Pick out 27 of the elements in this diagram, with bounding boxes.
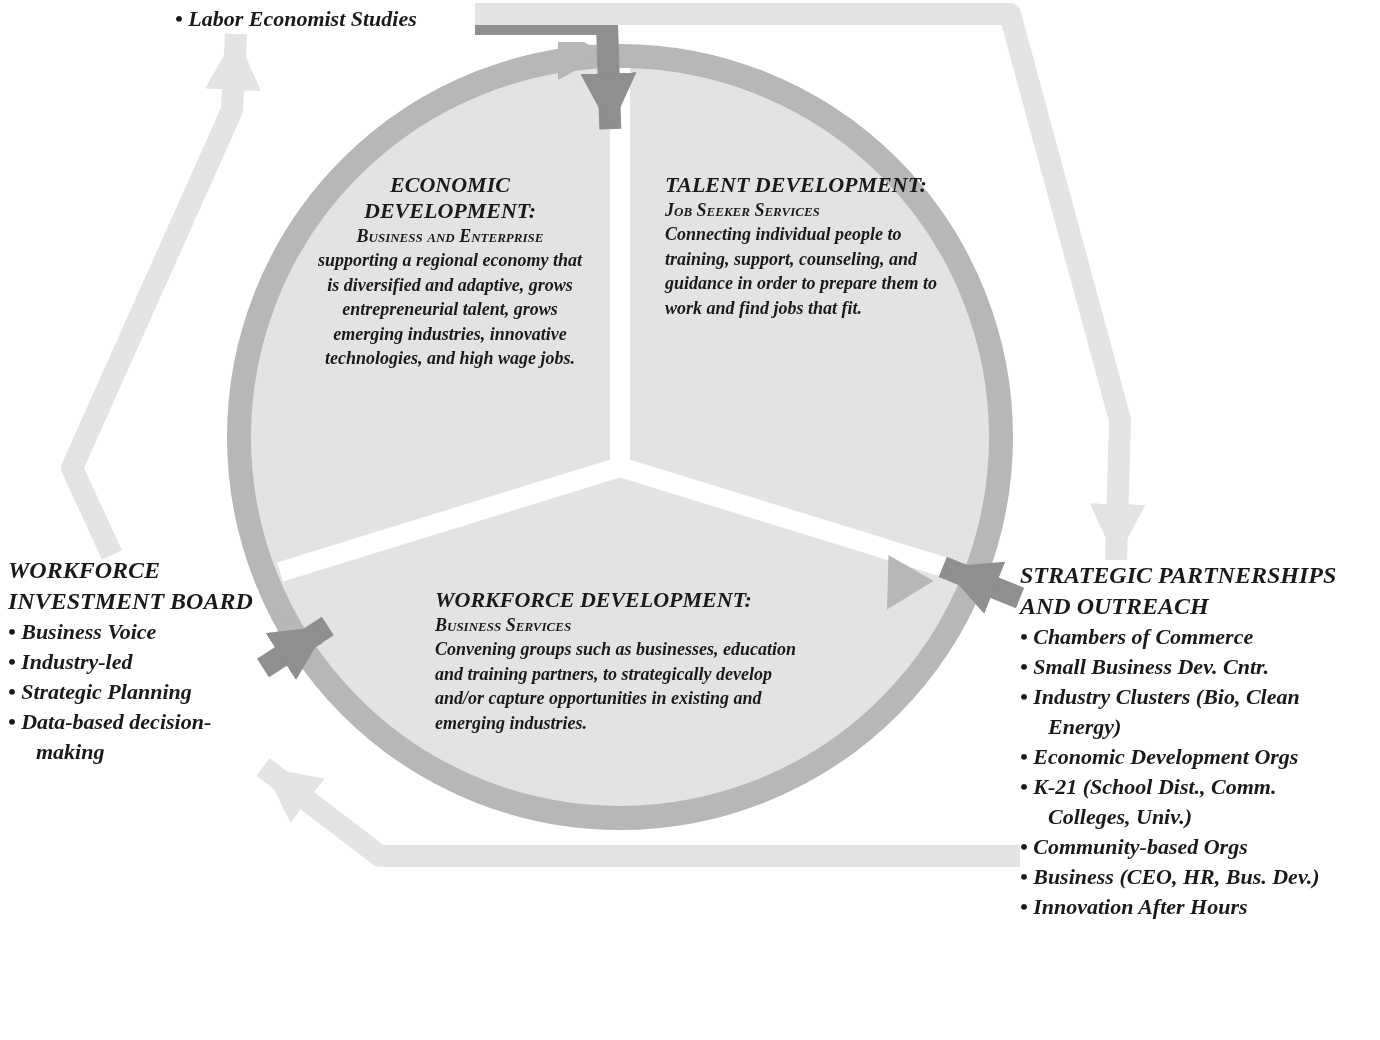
group-heading: STRATEGIC PARTNERSHIPS AND OUTREACH (1020, 561, 1338, 621)
arrow (256, 758, 1020, 867)
sector-heading: WORKFORCE DEVELOPMENT: (435, 587, 753, 613)
bullet-item: • Chambers of Commerce (1020, 623, 1255, 651)
bullet-item: • Business (CEO, HR, Bus. Dev.) (1020, 863, 1321, 891)
sector-subheading: Business and Enterprise (355, 225, 545, 248)
sector-heading: ECONOMIC DEVELOPMENT: (363, 172, 537, 224)
bullet-item: • Industry Clusters (Bio, Clean Energy) (1020, 683, 1301, 741)
sector-subheading: Job Seeker Services (665, 199, 821, 222)
bullet-item: • K-21 (School Dist., Comm. Colleges, Univ.) (1020, 773, 1278, 831)
sector-heading: TALENT DEVELOPMENT: (665, 172, 928, 198)
bullet-item: • Community-based Orgs (1020, 833, 1249, 861)
bullet-item: • Data-based decision-making (8, 708, 213, 766)
bullet-item: • Strategic Planning (8, 678, 193, 706)
bullet-item: • Innovation After Hours (1020, 893, 1249, 921)
group-heading: WORKFORCE INVESTMENT BOARD (8, 556, 254, 616)
bullet-item: • Economic Development Orgs (1020, 743, 1300, 771)
bullet-item: • Labor Economist Studies (175, 5, 418, 33)
sector-description: Convening groups such as businesses, education and training partners, to strategically develop and/or capture opportunities in existing and emerging industries. (435, 638, 798, 735)
sector-description: supporting a regional economy that is diversified and adaptive, grows entrepreneurial talent, grows emerging industries, innovative technologies, and high wage jobs. (316, 249, 584, 370)
arrow (61, 33, 261, 560)
arrow (475, 3, 1146, 561)
sector-description: Connecting individual people to training, support, counseling, and guidance in order to prepare them to work and find jobs that fit. (665, 223, 938, 320)
bullet-item: • Small Business Dev. Cntr. (1020, 653, 1270, 681)
sector-subheading: Business Services (435, 614, 573, 637)
bullet-item: • Industry-led (8, 648, 134, 676)
bullet-item: • Business Voice (8, 618, 158, 646)
